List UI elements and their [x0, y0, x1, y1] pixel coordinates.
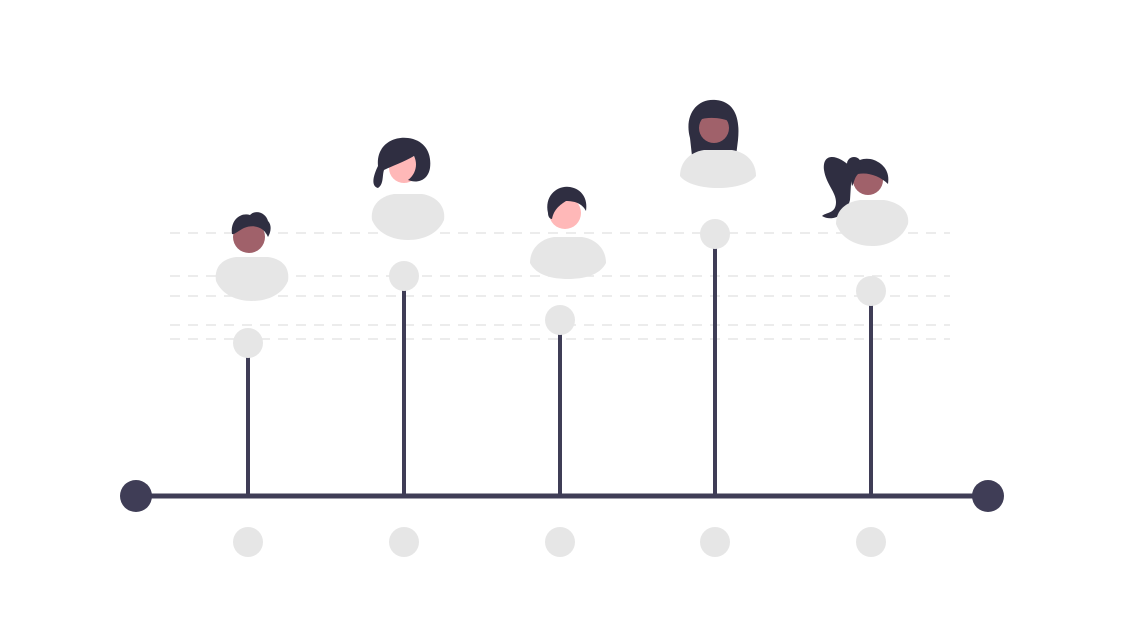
bottom-milestones — [233, 527, 886, 557]
stem-top-dot-icon — [856, 276, 886, 306]
person-short-hair-icon — [215, 212, 289, 301]
person-torso — [836, 200, 909, 246]
person-bob-hair-icon — [371, 137, 445, 240]
timeline-end-dot-icon — [972, 480, 1004, 512]
person-hair — [373, 137, 431, 188]
person-short-hair-icon — [530, 186, 606, 279]
stems — [233, 219, 886, 496]
milestone-dot-icon — [856, 527, 886, 557]
person-hair-bun — [847, 157, 861, 171]
person-long-hair-icon — [680, 99, 756, 188]
stem-top-dot-icon — [233, 328, 263, 358]
stem-top-dot-icon — [389, 261, 419, 291]
milestone-dot-icon — [233, 527, 263, 557]
milestone-dot-icon — [545, 527, 575, 557]
timeline-start-dot-icon — [120, 480, 152, 512]
milestone-dot-icon — [700, 527, 730, 557]
person-ponytail — [822, 157, 852, 219]
person-hair — [698, 106, 732, 122]
milestone-dot-icon — [389, 527, 419, 557]
person-torso — [215, 257, 289, 301]
person-hair — [231, 212, 271, 237]
person-torso — [530, 237, 606, 279]
person-ponytail-icon — [822, 157, 909, 246]
person-torso — [680, 150, 756, 188]
stem-top-dot-icon — [545, 305, 575, 335]
stem-top-dot-icon — [700, 219, 730, 249]
person-head — [699, 113, 729, 143]
person-hair — [547, 186, 587, 219]
guide-lines — [170, 232, 950, 340]
person-torso — [371, 194, 445, 240]
